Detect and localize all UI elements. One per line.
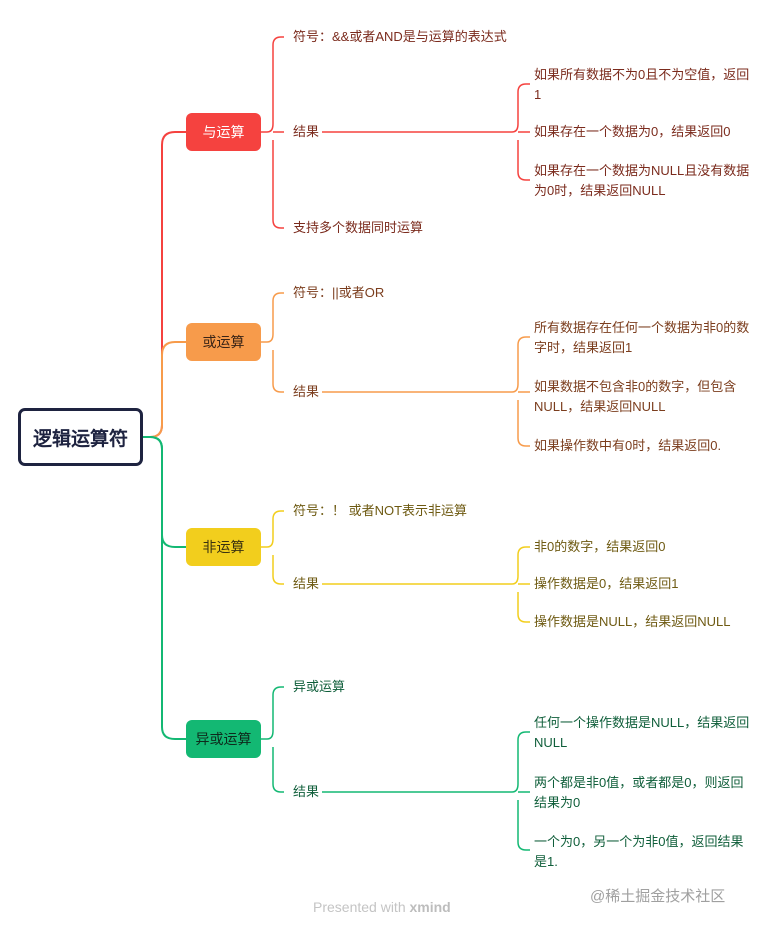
branch-and-label: 与运算 xyxy=(202,124,245,140)
presented-with-footer: Presented with xmind xyxy=(313,899,451,915)
or-result-3: 如果操作数中有0时，结果返回0. xyxy=(534,438,722,453)
branch-or-label: 或运算 xyxy=(202,334,245,350)
bracket-xor-results xyxy=(322,731,530,851)
root-node[interactable]: 逻辑运算符 xyxy=(18,408,143,466)
bracket-not-results xyxy=(322,546,530,623)
or-symbol: 符号：||或者OR xyxy=(293,285,385,300)
not-result-label: 结果 xyxy=(293,576,320,591)
xor-symbol: 异或运算 xyxy=(293,679,346,694)
and-result-3: 如果存在一个数据为NULL且没有数据为0时，结果返回NULL xyxy=(534,163,750,198)
bracket-or xyxy=(261,292,284,393)
not-result-3: 操作数据是NULL，结果返回NULL xyxy=(534,614,731,629)
and-symbol: 符号：&&或者AND是与运算的表达式 xyxy=(293,29,507,44)
branch-or[interactable]: 或运算 xyxy=(186,323,261,361)
not-result-2: 操作数据是0，结果返回1 xyxy=(534,576,679,591)
or-result-label: 结果 xyxy=(293,384,320,399)
bracket-or-results xyxy=(322,336,530,447)
xor-result-3: 一个为0，另一个为非0值，返回结果是1. xyxy=(534,834,744,869)
branch-and[interactable]: 与运算 xyxy=(186,113,261,151)
root-label: 逻辑运算符 xyxy=(32,428,128,450)
bracket-not xyxy=(261,510,284,585)
or-result-1: 所有数据存在任何一个数据为非0的数字时，结果返回1 xyxy=(534,320,750,355)
and-result-2: 如果存在一个数据为0，结果返回0 xyxy=(534,124,731,139)
xor-result-2: 两个都是非0值，或者都是0，则返回结果为0 xyxy=(534,775,744,810)
connector-root-xor xyxy=(149,436,186,740)
and-extra: 支持多个数据同时运算 xyxy=(293,220,424,235)
branch-xor-label: 异或运算 xyxy=(195,731,252,747)
not-symbol: 符号：！ 或者NOT表示非运算 xyxy=(293,503,468,518)
bracket-and xyxy=(261,36,284,229)
watermark: @稀土掘金技术社区 xyxy=(590,888,726,905)
bracket-and-results xyxy=(322,83,530,181)
not-result-1: 非0的数字，结果返回0 xyxy=(534,539,666,554)
and-result-label: 结果 xyxy=(293,124,320,139)
connector-root-and xyxy=(143,131,186,438)
branch-not[interactable]: 非运算 xyxy=(186,528,261,566)
branch-not-label: 非运算 xyxy=(202,539,245,555)
connector-root-not xyxy=(143,436,186,548)
branch-xor[interactable]: 异或运算 xyxy=(186,720,261,758)
connector-root-or xyxy=(149,341,186,438)
xor-result-label: 结果 xyxy=(293,784,320,799)
bracket-xor xyxy=(261,686,284,793)
